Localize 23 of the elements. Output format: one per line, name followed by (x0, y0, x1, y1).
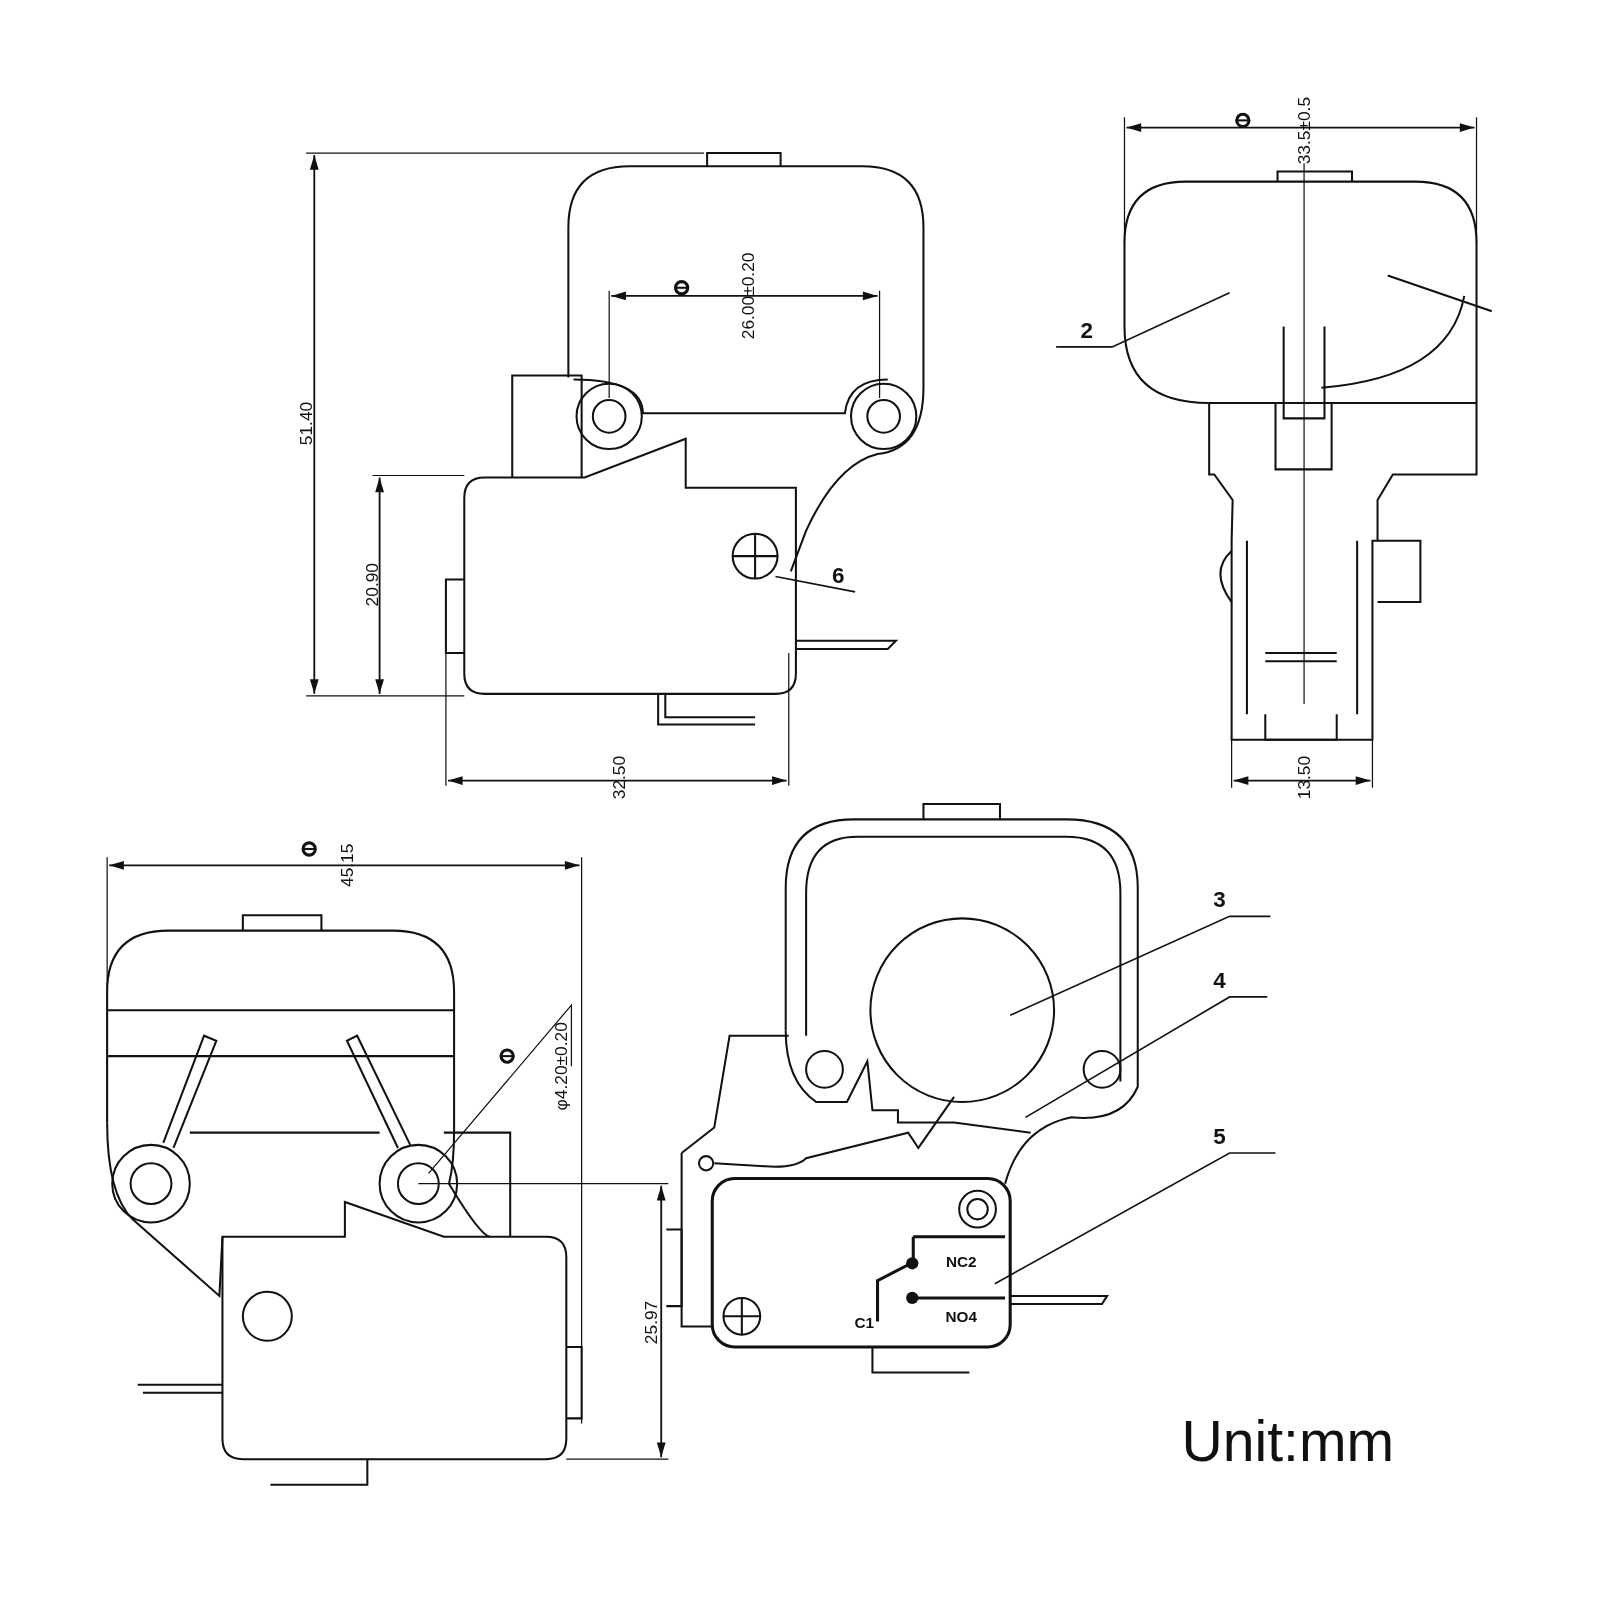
callout-number: 3 (1204, 885, 1235, 915)
callout-number: 5 (1204, 1122, 1235, 1151)
leader-line (1009, 915, 1272, 1017)
dimension-label: 45.15 (338, 843, 356, 887)
terminal-label: NC2 (945, 1253, 977, 1269)
leader-line (1024, 996, 1269, 1119)
terminal-label: NO4 (945, 1308, 977, 1324)
callout-number: 4 (1204, 966, 1235, 995)
dimension-label: 20.90 (363, 563, 382, 607)
leader-line (774, 575, 856, 593)
dimension-label: 33.5±0.5 (1295, 96, 1313, 165)
callout-number: 6 (821, 561, 856, 590)
dimension-label: φ4.20±0.20 (552, 1022, 570, 1111)
dimension-label: 32.50 (610, 755, 629, 800)
dimension-label: 25.97 (642, 1300, 660, 1345)
leader-line (994, 1152, 1277, 1285)
dimension-label: 13.50 (1295, 755, 1313, 800)
dimension-label: 51.40 (297, 401, 315, 446)
terminal-label: C1 (854, 1314, 875, 1331)
callout-number: 2 (1061, 316, 1113, 345)
leader-line (1055, 292, 1231, 348)
unit-note: Unit:mm (1181, 1413, 1395, 1471)
dimension-label: 26.00±0.20 (739, 252, 757, 340)
